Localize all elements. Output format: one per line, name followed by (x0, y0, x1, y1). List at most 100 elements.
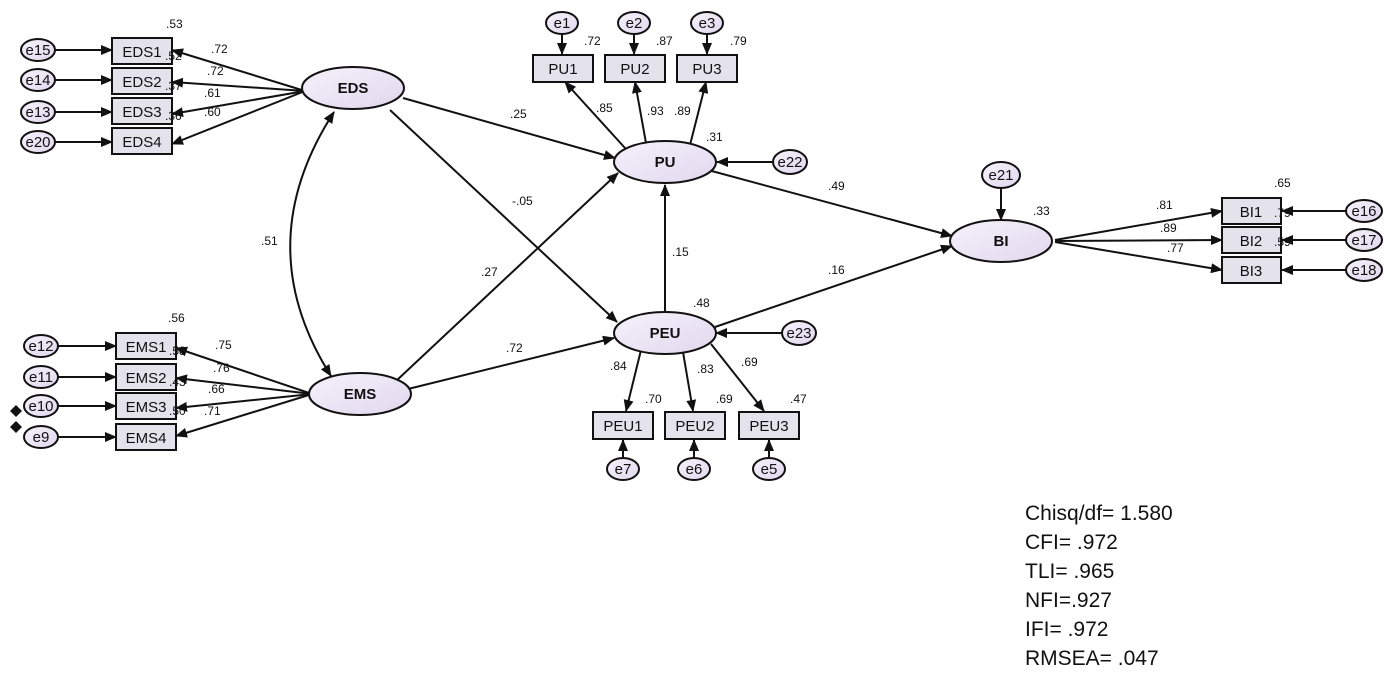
error-e12-circle[interactable] (23, 334, 59, 358)
r2-ems2-value: .58 (169, 344, 186, 358)
indicator-ems2-box[interactable] (115, 363, 177, 391)
indicator-eds2-label: EDS2 (122, 74, 161, 91)
indicator-peu3-box[interactable] (738, 411, 800, 440)
indicator-eds4-box[interactable] (111, 127, 173, 155)
indicator-pu2-box[interactable] (604, 54, 666, 83)
error-e16-label: e16 (1351, 203, 1376, 220)
loading-bi-bi2 (1054, 235, 1223, 246)
error-e21-label: e21 (988, 167, 1013, 184)
error-e14-circle[interactable] (20, 68, 56, 92)
indicator-peu1-box[interactable] (592, 411, 654, 440)
error-e15-circle[interactable] (20, 38, 56, 62)
indicator-pu1-box[interactable] (532, 54, 594, 83)
error-e10-circle[interactable] (23, 394, 59, 418)
r2-ems1-value: .56 (168, 311, 185, 325)
selection-handle-icon (10, 405, 22, 433)
loading-peu3-value: .69 (741, 355, 758, 369)
r2-peu-value: .48 (693, 296, 710, 310)
indicator-bi3-box[interactable] (1221, 256, 1282, 284)
indicator-ems4-box[interactable] (115, 423, 177, 451)
error-e6-circle[interactable] (677, 457, 711, 481)
loading-pu-pu3 (689, 81, 709, 146)
indicator-bi3-label: BI3 (1240, 263, 1263, 280)
r2-eds4-value: .36 (165, 109, 182, 123)
error-e17-circle[interactable] (1345, 228, 1383, 252)
loading-pu2-value: .93 (647, 104, 664, 118)
indicator-peu2-box[interactable] (664, 411, 726, 440)
loading-pu1-value: .85 (596, 101, 613, 115)
r2-bi1-value: .65 (1274, 176, 1291, 190)
error-e18-circle[interactable] (1345, 258, 1383, 282)
error-e22-circle[interactable] (772, 149, 808, 175)
r2-peu3-value: .47 (790, 392, 807, 406)
r2-ems3-value: .43 (169, 375, 186, 389)
indicator-pu3-box[interactable] (676, 54, 738, 83)
latent-eds-label: EDS (338, 80, 369, 97)
error-e7-circle[interactable] (606, 457, 640, 481)
error-e3-circle[interactable] (690, 11, 724, 35)
error-e9-circle[interactable] (23, 425, 59, 449)
error-e7-label: e7 (615, 461, 632, 478)
error-e5-circle[interactable] (752, 457, 786, 481)
path-eds-pu (402, 97, 616, 160)
error-e16-circle[interactable] (1345, 199, 1383, 223)
fit-rmsea: RMSEA= .047 (1025, 647, 1159, 670)
latent-peu[interactable]: PEU (613, 311, 717, 355)
latent-bi-label: BI (994, 233, 1009, 250)
error-e6-label: e6 (686, 461, 703, 478)
error-e18-label: e18 (1351, 262, 1376, 279)
fit-cfi: CFI= .972 (1025, 531, 1118, 554)
r2-eds1-value: .53 (166, 17, 183, 31)
latent-eds[interactable]: EDS (301, 66, 405, 110)
loading-peu1-value: .84 (610, 359, 627, 373)
error-e13-circle[interactable] (20, 100, 56, 124)
loading-eds2-value: .72 (207, 64, 224, 78)
loading-ems-ems4 (175, 393, 313, 438)
indicator-bi1-box[interactable] (1221, 197, 1282, 225)
indicator-ems1-label: EMS1 (126, 339, 167, 356)
loading-bi-bi3 (1054, 241, 1223, 274)
indicator-bi2-box[interactable] (1221, 226, 1282, 254)
latent-ems[interactable]: EMS (308, 372, 412, 416)
indicator-peu3-label: PEU3 (749, 418, 788, 435)
path-ems-pu (394, 172, 619, 383)
latent-peu-label: PEU (650, 325, 681, 342)
indicator-eds2-box[interactable] (111, 67, 173, 95)
indicator-eds1-box[interactable] (111, 37, 173, 65)
loading-peu-peu2 (682, 351, 697, 412)
loading-eds3-value: .61 (204, 86, 221, 100)
error-e22-label: e22 (777, 154, 802, 171)
latent-pu[interactable]: PU (613, 140, 717, 184)
error-e23-label: e23 (786, 325, 811, 342)
latent-bi[interactable]: BI (949, 219, 1053, 263)
r2-ems4-value: .50 (169, 404, 186, 418)
loading-ems-ems2 (175, 374, 313, 395)
latent-pu-label: PU (655, 154, 676, 171)
indicator-ems3-box[interactable] (115, 392, 177, 420)
indicator-ems1-box[interactable] (115, 332, 177, 360)
path-peu-pu-value: .15 (672, 245, 689, 259)
indicator-eds3-box[interactable] (111, 97, 173, 125)
error-e1-circle[interactable] (545, 11, 579, 35)
fit-tli: TLI= .965 (1025, 560, 1115, 583)
error-e2-circle[interactable] (617, 11, 651, 35)
r2-peu1-value: .70 (645, 392, 662, 406)
fit-chisq-df: Chisq/df= 1.580 (1025, 502, 1173, 525)
error-e23-circle[interactable] (781, 320, 817, 346)
indicator-peu1-label: PEU1 (603, 418, 642, 435)
loading-eds4-value: .60 (204, 105, 221, 119)
error-e11-circle[interactable] (23, 365, 59, 389)
indicator-eds3-label: EDS3 (122, 104, 161, 121)
path-eds-pu-value: .25 (510, 107, 527, 121)
r2-eds3-value: .37 (165, 79, 182, 93)
error-e12-label: e12 (28, 338, 53, 355)
indicator-ems4-label: EMS4 (126, 430, 167, 447)
indicator-bi2-label: BI2 (1240, 233, 1263, 250)
error-e9-label: e9 (33, 429, 50, 446)
path-pu-bi (707, 169, 953, 238)
loading-pu-pu1 (564, 81, 626, 149)
r2-peu2-value: .69 (716, 392, 733, 406)
error-e21-circle[interactable] (981, 161, 1021, 189)
error-e20-circle[interactable] (20, 130, 56, 154)
